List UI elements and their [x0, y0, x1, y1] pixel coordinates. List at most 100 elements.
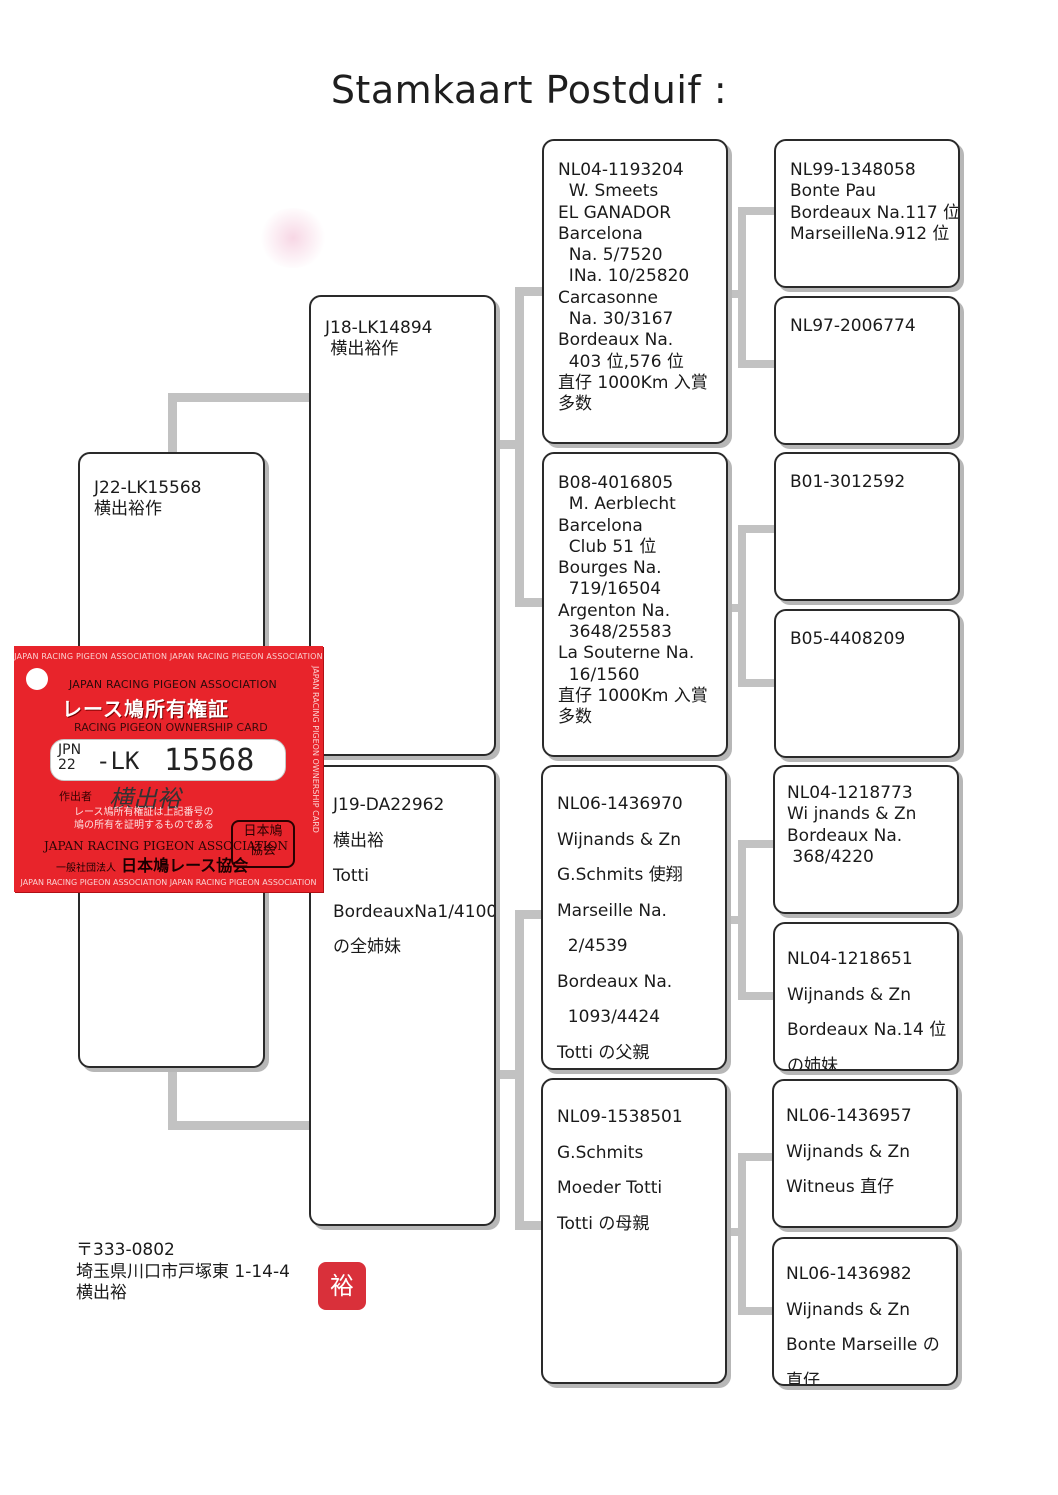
ring-number-text: NL06-1436957: [786, 1106, 912, 1126]
pigeon-info-line: Na. 5/7520: [558, 245, 663, 266]
pigeon-info-line: Club 51 位: [558, 536, 657, 557]
pigeon-info-line: Wi jnands & Zn: [787, 804, 917, 825]
pigeon-info-line: M. Aerblecht: [558, 494, 676, 515]
ring-number-text: NL06-1436970: [557, 794, 683, 814]
pigeon-info-line: 719/16504: [558, 579, 662, 600]
connector: [515, 910, 524, 1230]
connector: [738, 840, 746, 1000]
card-bottom-border: JAPAN RACING PIGEON ASSOCIATION JAPAN RA…: [20, 878, 317, 887]
pigeon-info-line: Bourges Na.: [558, 558, 662, 579]
ring-number-text: NL04-1218651: [787, 949, 913, 969]
pigeon-info-line: Bordeaux Na.: [558, 330, 674, 351]
pigeon-info-line: Marseille Na.: [557, 900, 667, 921]
pink-smudge: [258, 208, 328, 268]
connector: [725, 290, 745, 298]
pigeon-info-line: Bonte Marseille の: [786, 1335, 940, 1355]
pigeon-info-line: BordeauxNa1/4100: [333, 901, 496, 922]
pigeon-info-line: 多数: [558, 707, 592, 728]
ring-number-text: NL06-1436982: [786, 1264, 912, 1284]
pigeon-info-line: Totti: [333, 866, 369, 886]
pigeon-box-ggp-2: NL97-2006774: [774, 296, 960, 445]
connector: [738, 207, 746, 367]
pigeon-info-line: Carcasonne: [558, 287, 658, 308]
ring-number-text: NL99-1348058: [790, 160, 916, 180]
ring-number-field: [50, 739, 286, 781]
ring-year: 22: [58, 757, 76, 773]
connector: [515, 287, 543, 296]
pigeon-info-line: の姉妹: [787, 1055, 838, 1071]
connector: [725, 1228, 745, 1236]
card-top-border: JAPAN RACING PIGEON ASSOCIATION JAPAN RA…: [14, 652, 323, 661]
pigeon-box-ggp-4: B05-4408209: [774, 609, 960, 758]
connector: [515, 287, 524, 607]
pigeon-info-line: Wijnands & Zn: [787, 984, 911, 1005]
pigeon-info-line: Argenton Na.: [558, 600, 671, 621]
pigeon-info-line: La Souterne Na.: [558, 643, 695, 664]
connector: [168, 1066, 177, 1130]
card-note: レース鳩所有権証は上記番号の 鳩の所有を証明するものである: [74, 806, 214, 832]
pigeon-info-line: Bordeaux Na.14 位: [787, 1020, 947, 1040]
connector: [738, 360, 776, 368]
connector: [168, 393, 177, 453]
pigeon-info-line: Bonte Pau: [790, 181, 877, 202]
card-title-en: RACING PIGEON OWNERSHIP CARD: [74, 721, 268, 734]
pigeon-info-line: 横出裕作: [94, 499, 162, 520]
ring-number-text: NL04-1218773: [787, 783, 913, 803]
connector: [738, 679, 776, 687]
pigeon-info-line: 16/1560: [558, 664, 640, 685]
pigeon-info-line: 横出裕作: [325, 339, 399, 360]
pigeon-info-line: 3648/25583: [558, 622, 672, 643]
connector: [494, 440, 524, 449]
pigeon-info-line: 2/4539: [557, 936, 628, 956]
connector: [515, 1221, 543, 1230]
pigeon-info-line: Bordeaux Na.: [557, 971, 673, 992]
card-footer-org: 日本鳩レース協会: [121, 856, 249, 875]
pigeon-info-line: Wijnands & Zn: [786, 1141, 910, 1162]
connector: [494, 1070, 524, 1079]
ring-country-year: JPN 22: [58, 743, 81, 773]
pigeon-info-line: Wijnands & Zn: [786, 1299, 910, 1320]
connector: [515, 598, 543, 607]
card-note-line: 鳩の所有を証明するものである: [74, 820, 214, 831]
pigeon-info-line: Barcelona: [558, 223, 643, 244]
connector: [738, 992, 776, 1000]
seal-line: 日本鳩: [243, 824, 283, 839]
ring-number-text: B01-3012592: [790, 472, 906, 492]
pigeon-info-line: G.Schmits 使翔: [557, 865, 683, 885]
ring-number: 15568: [164, 743, 255, 778]
breeder-name: 横出裕: [76, 1283, 127, 1303]
connector: [725, 604, 745, 612]
connector: [168, 393, 310, 402]
pigeon-info-line: INa. 10/25820: [558, 266, 690, 287]
card-title-jp: レース鳩所有権証: [62, 697, 229, 721]
ring-number-text: B08-4016805: [558, 473, 674, 493]
pigeon-info-line: 直仔: [786, 1370, 820, 1386]
ring-number-text: NL04-1193204: [558, 160, 684, 180]
ring-number-text: NL09-1538501: [557, 1107, 683, 1127]
pigeon-info-line: 直仔 1000Km 入賞: [558, 372, 708, 393]
pigeon-box-sire: J18-LK14894 横出裕作: [309, 295, 496, 756]
owner-label: 作出者: [59, 790, 92, 803]
page-title: Stamkaart Postduif :: [330, 68, 728, 112]
ring-number-text: B05-4408209: [790, 629, 906, 649]
pigeon-info-line: Totti の父親: [557, 1042, 650, 1063]
pigeon-info-line: Totti の母親: [557, 1213, 650, 1234]
pigeon-info-line: 多数: [558, 394, 592, 415]
pigeon-info-line: Wijnands & Zn: [557, 829, 681, 850]
pigeon-info-line: W. Smeets: [558, 181, 659, 202]
ring-country: JPN: [58, 742, 82, 758]
card-footer-jp: 一般社団法人 日本鳩レース協会: [56, 852, 248, 876]
card-association: JAPAN RACING PIGEON ASSOCIATION: [69, 678, 277, 691]
card-note-line: レース鳩所有権証は上記番号の: [74, 807, 214, 818]
connector: [515, 910, 543, 919]
pigeon-info-line: Bordeaux Na.: [787, 825, 903, 846]
connector: [738, 525, 776, 533]
ownership-card: JAPAN RACING PIGEON ASSOCIATION JAPAN RA…: [14, 646, 323, 892]
pigeon-info-line: の全姉妹: [333, 937, 401, 957]
